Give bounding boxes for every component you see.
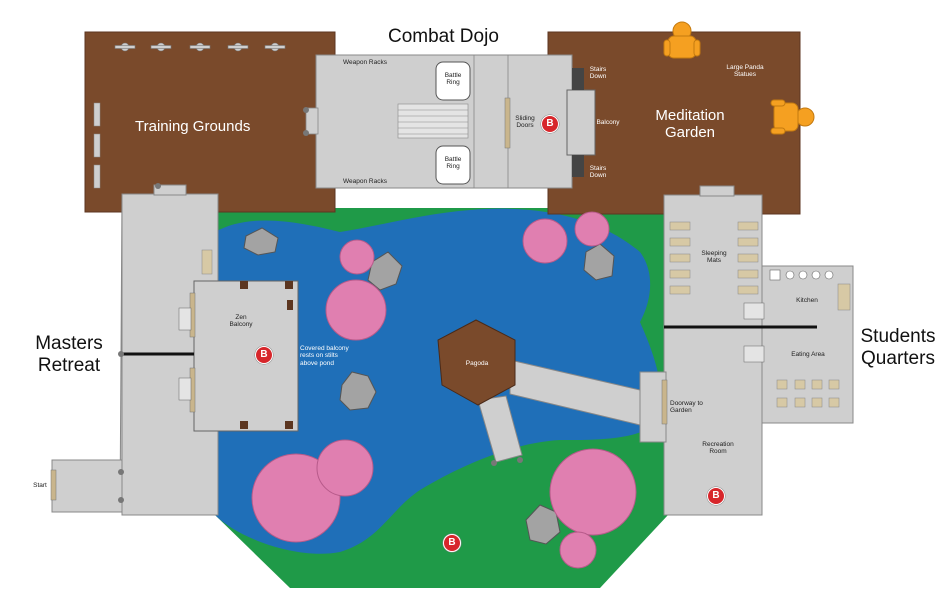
weapon-racks-top-label: Weapon Racks <box>343 59 387 66</box>
panda-statue-icon <box>770 99 815 135</box>
stairs-top <box>572 68 584 90</box>
eating-table-icons <box>776 379 840 408</box>
eating-area-label: Eating Area <box>791 351 825 358</box>
doorway-to-garden <box>639 371 667 443</box>
combat-dojo-title: Combat Dojo <box>388 26 499 47</box>
sleeping-mats-label: Sleeping Mats <box>701 250 727 265</box>
stairs-down-top-label: Stairs Down <box>589 66 607 81</box>
marker-b-garden[interactable]: B <box>443 534 461 552</box>
start-label: Start <box>33 482 47 489</box>
dojo-stairs <box>397 103 469 139</box>
battle-ring-bottom-label: Battle Ring <box>444 156 462 171</box>
training-dummy-icons <box>114 42 286 52</box>
weapon-racks-bottom-label: Weapon Racks <box>343 178 387 185</box>
battle-ring-top <box>435 61 471 101</box>
walkway-south <box>477 395 523 463</box>
training-grounds-label: Training Grounds <box>135 118 251 135</box>
meditation-garden-label: Meditation Garden <box>655 107 725 142</box>
sliding-door-panel <box>504 97 511 149</box>
doorway-to-garden-label: Doorway to Garden <box>670 400 703 415</box>
students-quarters-label: Students Quarters <box>860 326 936 369</box>
balcony-label: Balcony <box>596 119 620 126</box>
balcony-platform <box>566 89 596 156</box>
stairs-bottom <box>572 155 584 177</box>
marker-b-zen-balcony[interactable]: B <box>255 346 273 364</box>
kitchen-label: Kitchen <box>796 297 818 304</box>
zen-balcony <box>193 280 299 432</box>
bench <box>93 133 101 158</box>
masters-retreat-label: Masters Retreat <box>35 333 103 376</box>
pagoda-label: Pagoda <box>465 360 489 367</box>
bench <box>93 164 101 189</box>
zen-balcony-label: Zen Balcony <box>229 314 253 329</box>
start-door <box>50 469 57 501</box>
covered-balcony-note: Covered balcony rests on stilts above po… <box>300 345 349 367</box>
dojo-entry <box>305 107 319 135</box>
sliding-doors-label: Sliding Doors <box>515 115 535 130</box>
cherry-blossom-trees <box>251 211 637 569</box>
bench <box>93 102 101 127</box>
pagoda <box>437 319 516 406</box>
battle-ring-top-label: Battle Ring <box>444 72 462 87</box>
panda-statue-icon <box>663 21 701 59</box>
marker-b-recreation[interactable]: B <box>707 487 725 505</box>
training-grounds-area <box>84 31 336 213</box>
sleeping-mat-icons <box>669 221 759 295</box>
large-panda-statues-label: Large Panda Statues <box>726 64 764 79</box>
stairs-down-bottom-label: Stairs Down <box>589 165 607 180</box>
recreation-room-label: Recreation Room <box>702 441 734 456</box>
battle-ring-bottom <box>435 145 471 185</box>
rock-icons <box>243 227 615 545</box>
marker-b-dojo[interactable]: B <box>541 115 559 133</box>
